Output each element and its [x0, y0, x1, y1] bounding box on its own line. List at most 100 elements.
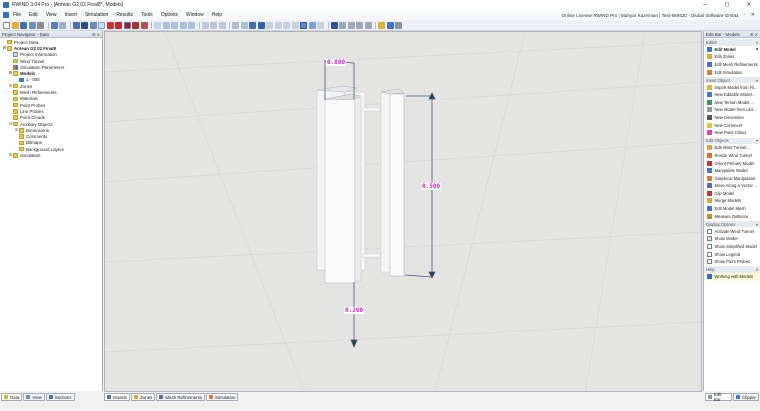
clipper-icon[interactable]	[378, 21, 385, 29]
tree-node[interactable]: Materials	[0, 96, 102, 102]
editbar-item[interactable]: Move Along a Vector ...	[704, 182, 760, 190]
section-header[interactable]: Display Options▾	[704, 220, 760, 228]
editbar-item[interactable]: Resize Wind Tunnel	[704, 152, 760, 160]
tree-node[interactable]: Point Probes	[0, 102, 102, 108]
editbar-item[interactable]: New Dimension	[704, 114, 760, 122]
tree-node[interactable]: Wind Tunnel	[0, 58, 102, 64]
close-button[interactable]: ✕	[746, 2, 752, 8]
checkbox[interactable]	[707, 251, 712, 257]
editbar-item[interactable]: Graphical Manipulator	[704, 174, 760, 182]
minimize-button[interactable]: –	[703, 2, 707, 8]
menu-window[interactable]: Window	[185, 12, 204, 18]
dimension-label-offset[interactable]: 0.200	[344, 307, 365, 314]
editbar-item[interactable]: New Comment	[704, 121, 760, 129]
collapse-icon[interactable]: ⊟	[8, 120, 13, 126]
nodes-icon[interactable]	[364, 21, 372, 29]
menu-simulation[interactable]: Simulation	[84, 12, 109, 18]
display-icon[interactable]	[232, 21, 239, 29]
velocity-icon[interactable]	[140, 21, 148, 29]
tree-node[interactable]: Background Layers	[0, 146, 102, 152]
expand-icon[interactable]: ⊞	[8, 151, 13, 157]
select-icon[interactable]	[300, 21, 307, 29]
display-option[interactable]: Activate Wind Tunnel	[704, 227, 760, 235]
tree-node[interactable]: Line Probes	[0, 108, 102, 114]
display-option[interactable]: Show Simplified Model	[704, 243, 760, 251]
editbar-item[interactable]: New Point Cloud	[704, 129, 760, 137]
editbar-item[interactable]: Edit Zones	[704, 53, 760, 61]
document-icon[interactable]	[3, 12, 9, 18]
editbar-item[interactable]: Edit Mesh Refinements	[704, 61, 760, 69]
section-header[interactable]: Edit Objects▾	[704, 137, 760, 145]
rotate-icon[interactable]	[210, 21, 217, 29]
perspective-icon[interactable]	[240, 21, 248, 29]
grid-icon[interactable]	[266, 21, 273, 29]
measure-icon[interactable]	[291, 21, 299, 29]
redo-icon[interactable]	[59, 21, 66, 29]
tab-mesh-refinements[interactable]: Mesh Refinements	[156, 393, 205, 401]
tab-simulation[interactable]: Simulation	[205, 393, 239, 401]
editbar-item[interactable]: Edit Model Mesh	[704, 205, 760, 213]
results-icon[interactable]	[115, 21, 122, 29]
menu-help[interactable]: Help	[211, 12, 223, 18]
checkbox[interactable]: ✓	[707, 236, 712, 242]
render-icon[interactable]	[257, 21, 265, 29]
snap-icon[interactable]	[283, 21, 290, 29]
menu-insert[interactable]: Insert	[64, 12, 77, 18]
transparent-icon[interactable]	[347, 21, 355, 29]
editbar-item[interactable]: Edit Simulation	[704, 68, 760, 76]
tree-node[interactable]: Mesh Refinements	[0, 89, 102, 95]
zones-view-icon[interactable]	[89, 21, 97, 29]
tree-node[interactable]: Comments	[0, 133, 102, 139]
editbar-item[interactable]: Import Model from Fil...	[704, 83, 760, 91]
editbar-item[interactable]: New Terrain Model...	[704, 99, 760, 107]
select-window-icon[interactable]	[308, 21, 316, 29]
tree-node[interactable]: ⊟Models	[0, 70, 102, 77]
view-y-icon[interactable]	[171, 21, 178, 29]
editbar-item[interactable]: Clip Model	[704, 190, 760, 198]
menu-file[interactable]: File	[13, 12, 22, 18]
editbar-item[interactable]: New Model from Libr...	[704, 106, 760, 114]
editbar-item[interactable]: Edit Model	[704, 46, 760, 54]
dimension-label-height[interactable]: 0.500	[421, 183, 442, 190]
tree-node[interactable]: Point Clouds	[0, 115, 102, 121]
lasso-icon[interactable]	[317, 21, 324, 29]
view-x-icon[interactable]	[162, 21, 170, 29]
editbar-item[interactable]: Merge Models	[704, 197, 760, 205]
open-file-icon[interactable]	[11, 21, 19, 29]
editbar-item[interactable]: Edit Wind Tunnel...	[704, 144, 760, 152]
tree-node[interactable]: ⊞Dimensions	[0, 127, 102, 133]
view-z-icon[interactable]	[179, 21, 187, 29]
section-header[interactable]: Editor▾	[704, 39, 760, 46]
settings-icon[interactable]	[395, 21, 402, 29]
filter-icon[interactable]	[249, 21, 256, 29]
mesh-view-icon[interactable]	[81, 21, 88, 29]
view-iso-icon[interactable]	[154, 21, 161, 29]
chevron-down-icon[interactable]: ▾	[755, 221, 758, 227]
wireframe-icon[interactable]	[339, 21, 346, 29]
pressure-icon[interactable]	[132, 21, 139, 29]
checkbox[interactable]	[707, 228, 712, 234]
mdi-controls[interactable]: _ ▫ ✕	[735, 12, 757, 18]
section-header[interactable]: Insert Object▾	[704, 76, 760, 84]
chevron-down-icon[interactable]: ▾	[755, 138, 758, 144]
editbar-item[interactable]: New Editable Model...	[704, 91, 760, 99]
tree-node[interactable]: Project Information	[0, 52, 102, 58]
editbar-pin-close[interactable]: ⊞ ✕	[750, 31, 758, 37]
display-option[interactable]: Show Point Probes	[704, 258, 760, 266]
dimension-label-width[interactable]: 0.080	[326, 59, 347, 66]
zoom-icon[interactable]	[201, 21, 209, 29]
display-option[interactable]: Show Legend	[704, 250, 760, 258]
tree-node[interactable]: 1 - 005	[0, 77, 102, 83]
save-all-icon[interactable]	[28, 21, 36, 29]
tab-view[interactable]: View	[23, 393, 45, 401]
save-icon[interactable]	[20, 21, 27, 29]
tab-zones[interactable]: Zones	[131, 393, 156, 401]
menu-edit[interactable]: Edit	[29, 12, 38, 18]
stop-icon[interactable]	[106, 21, 114, 29]
display-option[interactable]: ✓Show Model	[704, 235, 760, 243]
probe-icon[interactable]	[386, 21, 394, 29]
chevron-down-icon[interactable]: ▾	[755, 267, 758, 273]
maximize-button[interactable]: ◻	[724, 2, 730, 8]
tab-clipper[interactable]: Clipper	[733, 393, 759, 401]
collapse-icon[interactable]: ⊟	[8, 70, 13, 76]
